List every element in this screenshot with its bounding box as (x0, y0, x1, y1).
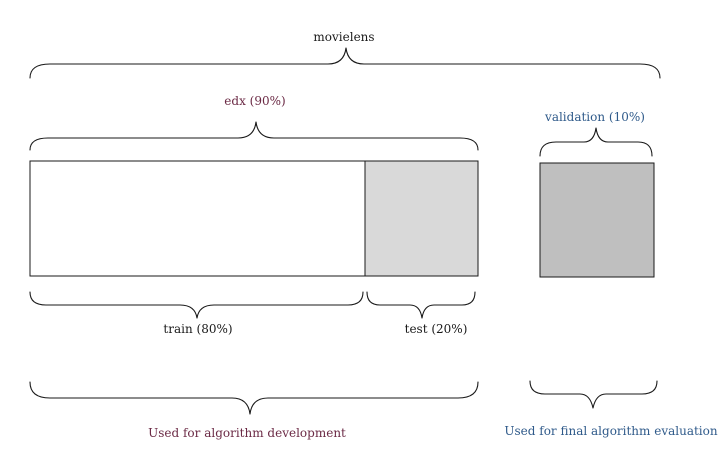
edx-label: edx (90%) (224, 94, 286, 108)
train-brace (29, 291, 364, 319)
development-brace (29, 381, 479, 415)
test-brace (366, 291, 476, 319)
evaluation-use-label: Used for final algorithm evaluation (504, 424, 718, 438)
train-block (29, 160, 366, 277)
validation-brace (539, 127, 653, 157)
development-use-label: Used for algorithm development (148, 426, 346, 440)
test-label: test (20%) (404, 322, 468, 336)
train-label: train (80%) (163, 322, 233, 336)
movielens-label: movielens (313, 30, 375, 44)
evaluation-brace (529, 380, 658, 409)
edx-brace (29, 121, 479, 151)
validation-label: validation (10%) (545, 110, 645, 124)
movielens-brace (29, 47, 661, 79)
validation-block (539, 162, 655, 278)
test-block (364, 160, 479, 277)
